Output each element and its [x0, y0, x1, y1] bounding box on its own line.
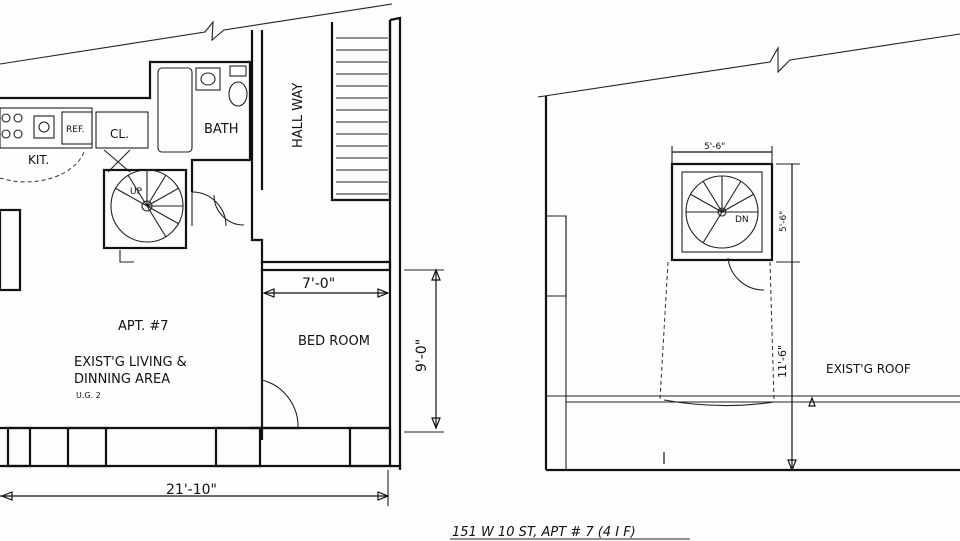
kitchen-label: KIT. [28, 153, 49, 167]
bathtub [157, 67, 193, 153]
stair-landing-mark [119, 250, 134, 263]
hallway-left-wall [250, 30, 264, 440]
closet-door [103, 149, 131, 173]
roof-top-break-line [537, 33, 960, 98]
dim-roof-depth [787, 262, 797, 472]
roof-spiral-treads [686, 176, 758, 244]
stove-burners [1, 113, 23, 139]
dim-bedroom-depth [404, 268, 444, 433]
bath-sink [195, 67, 221, 91]
living-note: U.G. 2 [76, 391, 101, 400]
bedroom-door [261, 379, 299, 429]
left-edge-block [0, 208, 22, 292]
overall-width-dim: 21'-10" [166, 482, 217, 498]
bath-label: BATH [204, 122, 239, 137]
bottom-window-piers [6, 426, 392, 468]
roof-dashed-sides [659, 261, 775, 401]
roof-bulkhead-door [727, 257, 765, 291]
kitchen-dashed-arc [0, 151, 85, 183]
bottom-exterior-wall [0, 426, 400, 468]
hall-stair-treads [336, 37, 388, 195]
bath-walls [0, 60, 252, 192]
top-break-line [0, 3, 393, 65]
dim-stair-width [671, 146, 773, 164]
roof-bulkhead-bottom [663, 399, 775, 407]
stair-down-label: DN [735, 215, 749, 225]
bedroom-top-wall [262, 260, 392, 272]
hall-door-swing [213, 194, 245, 226]
bedroom-depth-dim: 9'-0" [414, 339, 430, 372]
bath-door [191, 191, 227, 227]
living-label-line2: DINNING AREA [74, 372, 170, 387]
roof-depth-dim: 11'-6" [776, 345, 789, 378]
kitchen-sink [33, 115, 55, 139]
roof-stair-inner [681, 171, 763, 253]
roof-stair-box [670, 162, 774, 262]
bedroom-width-dim: 7'-0" [302, 276, 335, 292]
kitchen-sink-drain [38, 121, 50, 133]
living-label-line1: EXIST'G LIVING & [74, 355, 187, 370]
toilet-tank [229, 65, 247, 77]
stair-depth-dim: 5'-6" [779, 211, 789, 232]
stair-up-label: UP [130, 187, 143, 197]
dim-overall-width [0, 470, 390, 506]
closet-label: CL. [110, 127, 129, 141]
closet-outline [95, 111, 149, 149]
toilet [228, 81, 248, 107]
spiral-stair-treads [114, 170, 183, 238]
apartment-label: APT. #7 [118, 319, 169, 334]
stair-width-dim: 5'-6" [704, 142, 725, 152]
refrigerator [61, 111, 93, 145]
dim-bedroom-width [262, 288, 390, 298]
bedroom-label: BED ROOM [298, 334, 370, 349]
roof-parapet-lines [546, 395, 960, 403]
roof-arrow-mark [808, 396, 816, 407]
roof-label: EXIST'G ROOF [826, 362, 911, 376]
refrigerator-label: REF. [66, 125, 85, 135]
hallway-label: HALL WAY [291, 83, 306, 148]
roof-left-notch [546, 215, 567, 297]
dim-stair-depth [776, 163, 800, 263]
exterior-right-wall [389, 16, 402, 470]
sink-bowl [200, 72, 216, 86]
sheet-caption: 151 W 10 ST, APT # 7 (4 I F) [452, 525, 636, 540]
